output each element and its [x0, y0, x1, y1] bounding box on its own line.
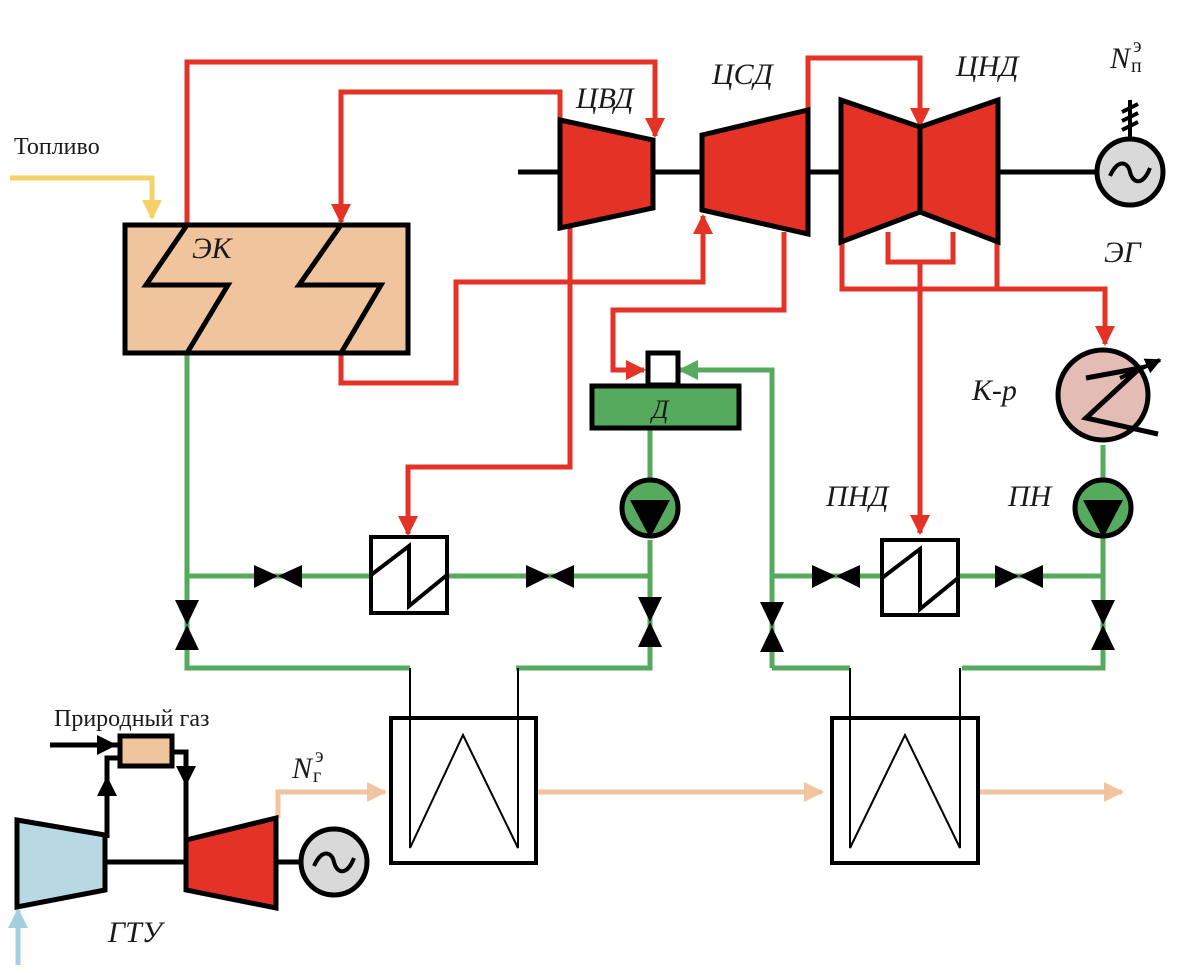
gate-valve-icon [1091, 600, 1115, 625]
label-natural-gas: Природный газ [54, 706, 209, 732]
lp-exhaust-loop [885, 232, 956, 265]
ground-icon [1121, 100, 1139, 139]
feed-pump [1072, 477, 1134, 539]
gas-turbine [183, 814, 279, 912]
hp-heater [369, 535, 449, 615]
hot-reheat-line [338, 214, 713, 386]
label-lp-heater: ПНД [825, 480, 890, 513]
cold-reheat-line [331, 89, 563, 224]
label-hp-cylinder: ЦВД [575, 82, 635, 115]
gate-valve-icon [254, 565, 278, 588]
svg-text:г: г [313, 765, 321, 787]
label-fuel: Топливо [14, 134, 100, 160]
svg-text:N: N [1109, 42, 1132, 75]
lp-heater [880, 538, 960, 617]
label-feed-pump: ПН [1007, 480, 1054, 513]
main-steam-line [184, 59, 665, 225]
label-ip-cylinder: ЦСД [711, 58, 775, 91]
gate-valve-icon [812, 565, 836, 588]
svg-text:п: п [1131, 55, 1142, 77]
label-boiler: ЭК [192, 232, 234, 265]
boiler [122, 222, 411, 356]
gate-valve-icon [995, 565, 1019, 588]
steam-generator [1094, 100, 1166, 208]
heat-exchanger-1 [389, 668, 538, 865]
svg-text:N: N [291, 752, 314, 785]
label-gas-power: N э г [291, 745, 324, 787]
lp-exhaust-to-condenser [839, 240, 1105, 344]
svg-text:э: э [1133, 35, 1142, 57]
label-generator: ЭГ [1104, 236, 1143, 269]
ip-to-lp-crossover [805, 55, 930, 128]
deaerator [589, 350, 742, 431]
gas-turbine-unit [14, 733, 370, 912]
gate-valve-icon [760, 602, 784, 627]
svg-text:э: э [315, 745, 324, 767]
condenser [1055, 347, 1162, 443]
gate-valve-icon [638, 597, 662, 622]
ip-cylinder [699, 106, 811, 238]
ac-wave-icon [1108, 161, 1152, 184]
heat-exchanger-2 [830, 668, 980, 865]
lp-cylinder-left [838, 96, 923, 246]
label-lp-cylinder: ЦНД [955, 50, 1020, 83]
hp-cylinder [557, 116, 656, 232]
lp-cylinder-right [917, 96, 1001, 246]
label-condenser: К-р [971, 374, 1017, 407]
label-gas-turbine-unit: ГТУ [107, 916, 166, 949]
label-deaerator: Д [649, 395, 670, 424]
gate-valve-icon [175, 600, 199, 625]
gate-valve-icon [526, 565, 550, 588]
flue-gas-line-1 [275, 782, 387, 818]
fuel-line [10, 175, 162, 220]
valves[interactable] [175, 565, 1115, 652]
compressor [14, 817, 108, 911]
ip-to-deaerator-line [610, 232, 787, 380]
hp-extraction-line [398, 225, 573, 536]
label-steam-power: N э п [1109, 35, 1142, 77]
deaerator-pump [619, 477, 681, 539]
ac-wave-icon [312, 851, 356, 874]
